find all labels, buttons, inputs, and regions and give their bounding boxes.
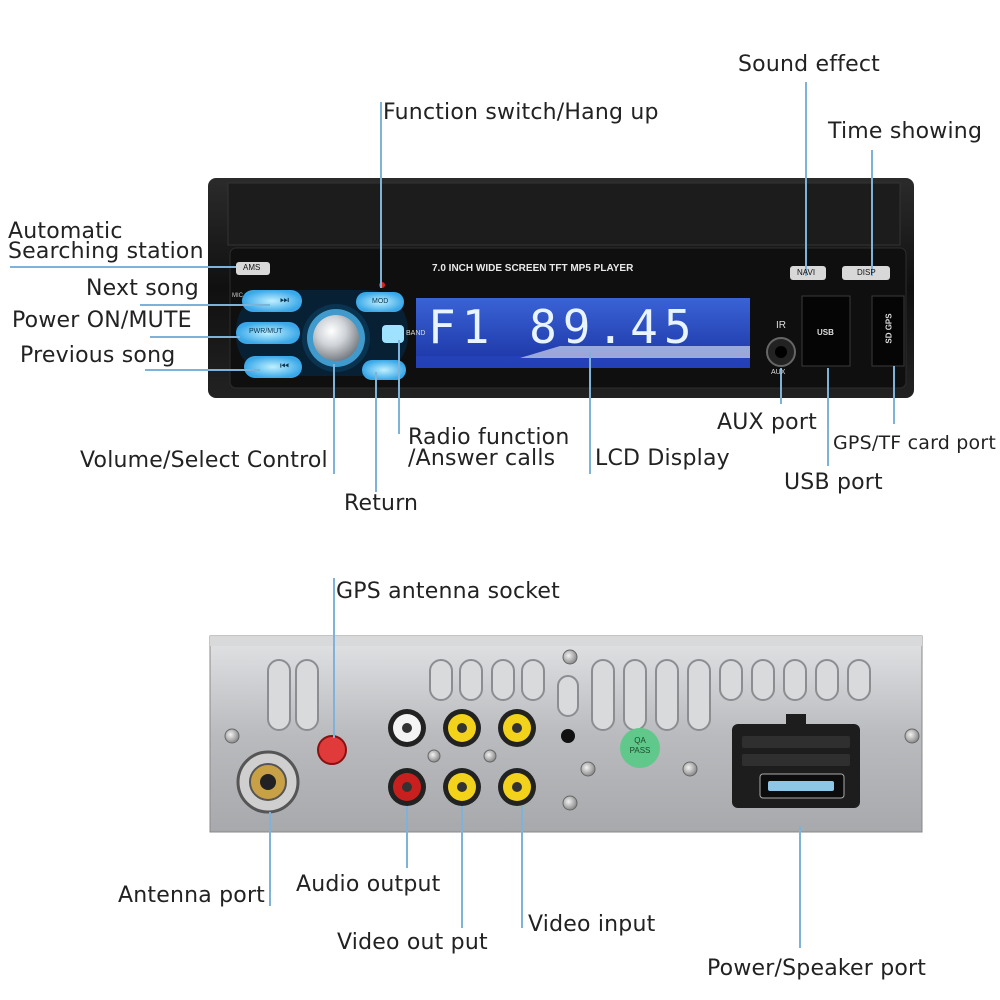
fuse (768, 781, 834, 791)
gps-antenna-socket[interactable] (317, 735, 347, 765)
ams-button[interactable] (236, 262, 270, 275)
qa-pass-badge (620, 728, 660, 768)
label-usb-port: USB port (784, 470, 883, 495)
header-text: 7.0 INCH WIDE SCREEN TFT MP5 PLAYER (432, 263, 634, 274)
usb-label: USB (817, 328, 834, 337)
label-volume: Volume/Select Control (80, 448, 328, 473)
label-gps-tf: GPS/TF card port (833, 432, 997, 454)
label-aux-port: AUX port (717, 410, 817, 435)
navi-button[interactable] (790, 266, 826, 280)
sd-gps-slot[interactable] (871, 295, 905, 367)
label-answer-calls: /Answer calls (408, 446, 556, 471)
mic-label: MIC (232, 293, 243, 299)
label-video-input: Video input (528, 912, 656, 937)
label-gps-antenna: GPS antenna socket (336, 579, 560, 604)
ir-label: IR (776, 320, 786, 331)
usb-slot[interactable] (801, 295, 851, 367)
front-panel (208, 178, 914, 398)
label-video-out: Video out put (337, 930, 488, 955)
label-power-mute: Power ON/MUTE (12, 308, 192, 333)
label-radio-function: Radio function (408, 425, 570, 450)
next-icon: ⏭ (280, 295, 289, 306)
lcd-level-bar (520, 346, 750, 358)
band-label: BAND (406, 330, 426, 337)
label-time-showing: Time showing (828, 119, 983, 144)
lcd-text: F1 89.45 (428, 300, 698, 354)
label-return: Return (344, 491, 419, 516)
pwr-label: PWR/MUT (249, 328, 283, 335)
mod-label: MOD (372, 298, 389, 305)
label-audio-output: Audio output (296, 872, 441, 897)
previous-button[interactable] (244, 356, 302, 378)
disp-label: DISP (857, 268, 876, 277)
leader-lines (10, 82, 895, 948)
label-antenna-port: Antenna port (118, 883, 266, 908)
return-button[interactable] (362, 360, 406, 380)
disp-button[interactable] (842, 266, 890, 280)
qa-pass-text: QA PASS (629, 736, 651, 755)
rca-group (388, 709, 575, 806)
mod-button[interactable] (356, 292, 404, 312)
label-lcd-display: LCD Display (595, 446, 730, 471)
top-flap (227, 182, 901, 246)
vent-slots (267, 659, 871, 731)
label-next-song: Next song (86, 276, 199, 301)
screws (224, 649, 920, 811)
rear-panel (209, 635, 923, 833)
band-button[interactable] (382, 325, 404, 343)
navi-label: NAVI (797, 268, 816, 277)
label-searching-station: Searching station (8, 239, 204, 264)
label-previous-song: Previous song (20, 343, 176, 368)
label-function-switch: Function switch/Hang up (383, 100, 659, 125)
ams-label: AMS (243, 263, 261, 272)
next-button[interactable] (242, 290, 302, 312)
aux-label: AUX (771, 369, 786, 376)
sd-gps-label: SD GPS (884, 313, 894, 344)
volume-knob[interactable] (313, 315, 359, 361)
label-automatic: Automatic (8, 219, 123, 244)
prev-icon: ⏮ (280, 361, 289, 372)
label-sound-effect: Sound effect (738, 52, 880, 77)
label-power-speaker: Power/Speaker port (707, 956, 927, 981)
power-mute-button[interactable] (236, 322, 300, 344)
